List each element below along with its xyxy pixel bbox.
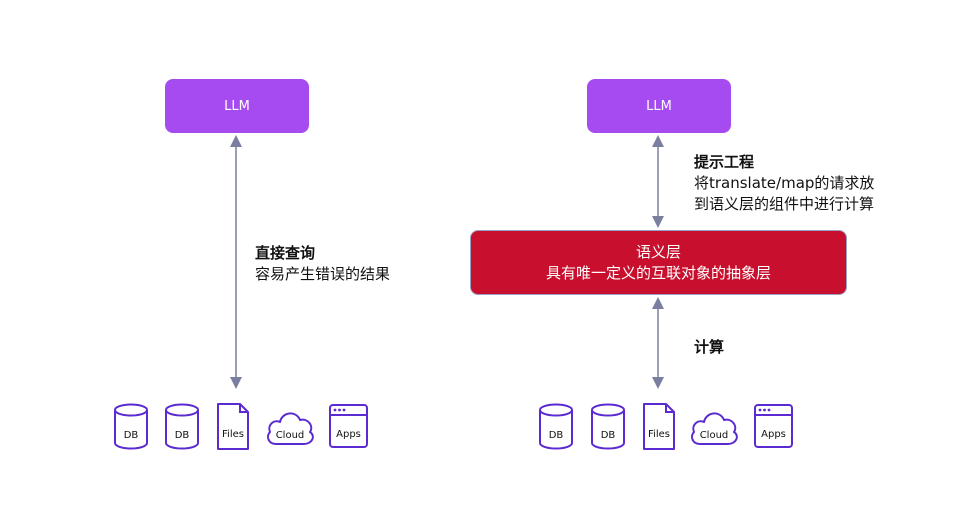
source-label: Files [648, 429, 670, 440]
source-label: DB [601, 430, 616, 441]
database-icon: DB [539, 403, 573, 450]
prompt-engineering-note: 提示工程 将translate/map的请求放 到语义层的组件中进行计算 [694, 152, 874, 215]
prompt-engineering-line1: 将translate/map的请求放 [694, 174, 875, 192]
file-icon: Files [217, 403, 249, 450]
prompt-engineering-title: 提示工程 [694, 153, 755, 171]
source-label: Apps [761, 429, 786, 440]
source-label: DB [124, 430, 139, 441]
source-label: Files [222, 429, 244, 440]
compute-note: 计算 [694, 337, 724, 358]
cloud-icon: Cloud [691, 412, 738, 445]
semantic-layer-title: 语义层 [635, 242, 681, 261]
llm-box-right: LLM [587, 79, 731, 133]
llm-box-left: LLM [165, 79, 309, 133]
database-icon: DB [165, 403, 199, 450]
right-sources: DB DB Files Cloud Apps [539, 403, 793, 450]
direct-query-note: 直接查询 容易产生错误的结果 [255, 243, 390, 285]
database-icon: DB [114, 403, 148, 450]
semantic-layer-box: 语义层 具有唯一定义的互联对象的抽象层 [470, 230, 847, 295]
source-label: Apps [336, 429, 361, 440]
llm-label: LLM [224, 98, 250, 114]
source-label: Cloud [276, 430, 305, 441]
left-sources: DB DB Files Cloud Apps [114, 403, 368, 450]
semantic-layer-subtitle: 具有唯一定义的互联对象的抽象层 [545, 263, 771, 282]
compute-label: 计算 [694, 338, 725, 356]
source-label: DB [549, 430, 564, 441]
cloud-icon: Cloud [267, 412, 314, 445]
file-icon: Files [643, 403, 675, 450]
database-icon: DB [591, 403, 625, 450]
direct-query-body: 容易产生错误的结果 [255, 265, 391, 283]
source-label: DB [175, 430, 190, 441]
app-window-icon: Apps [754, 404, 793, 448]
source-label: Cloud [700, 430, 729, 441]
llm-label: LLM [646, 98, 672, 114]
direct-query-title: 直接查询 [255, 244, 316, 262]
prompt-engineering-line2: 到语义层的组件中进行计算 [694, 195, 875, 213]
app-window-icon: Apps [329, 404, 368, 448]
